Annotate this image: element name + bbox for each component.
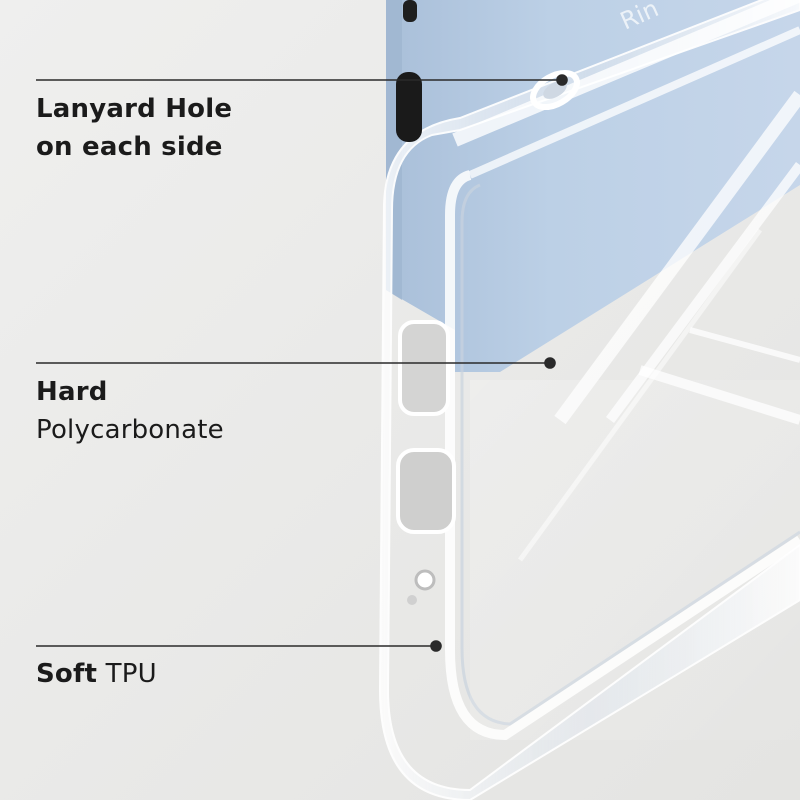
side-cutouts	[396, 0, 456, 605]
leader-dot-soft	[430, 640, 442, 652]
phone-body	[386, 0, 800, 372]
callout-lanyard-hole: Lanyard Hole on each side	[36, 90, 232, 166]
callout-soft-regular: TPU	[105, 659, 157, 689]
callout-soft-tpu: Soft TPU	[36, 655, 157, 693]
glass-panel	[470, 380, 800, 740]
case-outer-frame	[378, 0, 800, 800]
callout-hard-regular: Polycarbonate	[36, 415, 224, 445]
callout-soft-bold: Soft	[36, 659, 98, 689]
case-top-rim	[452, 0, 800, 147]
callout-lanyard-line2: on each side	[36, 132, 223, 162]
leader-dot-lanyard	[556, 74, 568, 86]
case-top-rim-inner	[468, 26, 800, 179]
callout-hard-polycarbonate: Hard Polycarbonate	[36, 373, 224, 449]
leader-dot-hard	[544, 357, 556, 369]
callout-lanyard-line1: Lanyard Hole	[36, 94, 233, 124]
callout-hard-bold: Hard	[36, 377, 108, 407]
leader-lines	[36, 74, 568, 652]
